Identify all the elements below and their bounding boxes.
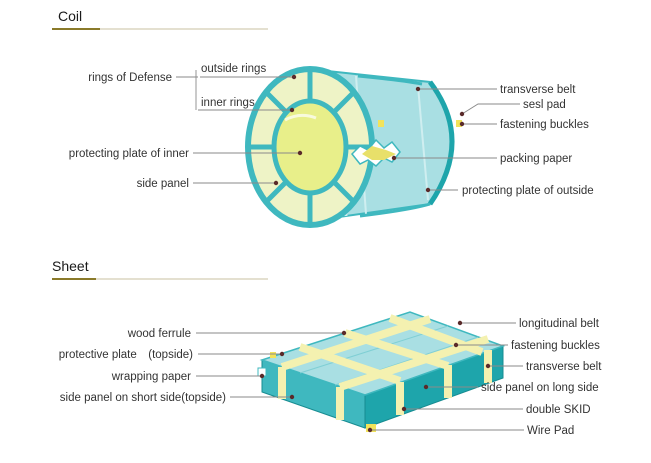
- label-double-skid: double SKID: [526, 404, 591, 416]
- sesl-pad-leader: [461, 103, 520, 115]
- side-panel-dot: [273, 180, 279, 186]
- sheet-transverse-belt: [388, 314, 484, 356]
- label-protecting-plate-inner: protecting plate of inner: [69, 148, 189, 160]
- label-sheet-fastening-buckles: fastening buckles: [511, 340, 600, 352]
- label-longitudinal-belt: longitudinal belt: [519, 318, 600, 330]
- side-panel-long-dot: [423, 384, 429, 390]
- label-wrapping-paper: wrapping paper: [111, 371, 191, 383]
- coil-transverse-belt-bottom: [359, 202, 431, 218]
- sheet-leaders: [196, 320, 524, 433]
- coil-illustration: [245, 66, 462, 228]
- inner-rings-dot: [289, 107, 295, 113]
- wrapping-paper-dot: [259, 373, 265, 379]
- transverse-belt-dot: [415, 86, 421, 92]
- label-sheet-transverse-belt: transverse belt: [526, 361, 602, 373]
- wood-ferrule-dot: [341, 330, 347, 336]
- sheet-top: [259, 311, 506, 396]
- outside-rings-dot: [291, 74, 297, 80]
- sheet-illustration: [257, 311, 506, 432]
- label-coil-transverse-belt: transverse belt: [500, 84, 576, 96]
- label-protective-plate: protective plate (topside): [59, 349, 193, 361]
- label-inner-rings: inner rings: [201, 97, 255, 109]
- label-rings-of-defense: rings of Defense: [88, 72, 172, 84]
- label-packing-paper: packing paper: [500, 153, 572, 165]
- coil-surface-stripe: [417, 85, 429, 201]
- coil-sesl-pad: [456, 120, 462, 127]
- label-sesl-pad: sesl pad: [523, 99, 566, 111]
- coil-inner-ring: [271, 98, 349, 196]
- sheet-heading: Sheet: [52, 258, 89, 274]
- label-protecting-plate-outside: protecting plate of outside: [462, 185, 594, 197]
- coil-section: Coil: [52, 8, 594, 228]
- longitudinal-belt-dot: [457, 320, 463, 326]
- sheet-labels: wood ferrule protective plate (topside) …: [59, 318, 602, 437]
- coil-sesl-pad: [378, 120, 384, 127]
- wire-pad-dot: [367, 427, 373, 433]
- fastening-buckles-dot: [459, 121, 465, 127]
- coil-leaders: [176, 70, 520, 193]
- label-wire-pad: Wire Pad: [527, 425, 574, 437]
- coil-inner-highlight: [284, 113, 317, 122]
- coil-labels: rings of Defense outside rings inner rin…: [69, 63, 594, 197]
- protecting-plate-inner-dot: [297, 150, 303, 156]
- coil-packing-paper-inner: [362, 146, 396, 160]
- sheet-fastening-buckles-dot: [453, 342, 459, 348]
- label-side-panel-long: side panel on long side: [481, 382, 599, 394]
- sheet-fastening-buckle: [270, 352, 276, 358]
- double-skid-dot: [401, 406, 407, 412]
- packing-paper-dot: [391, 155, 397, 161]
- label-wood-ferrule: wood ferrule: [127, 328, 191, 340]
- protective-plate-dot: [279, 351, 285, 357]
- label-side-panel: side panel: [137, 178, 189, 190]
- coil-transverse-belt: [357, 74, 423, 86]
- sesl-pad-dot: [459, 111, 465, 117]
- sheet-section: Sheet: [52, 258, 602, 437]
- sheet-transverse-belt: [298, 343, 402, 385]
- sheet-transverse-belt-dot: [485, 363, 491, 369]
- coil-heading: Coil: [58, 8, 82, 24]
- label-side-panel-short: side panel on short side(topside): [60, 392, 226, 404]
- protecting-plate-outside-dot: [425, 187, 431, 193]
- side-panel-short-dot: [289, 394, 295, 400]
- sheet-wire-pad: [366, 424, 376, 432]
- label-outside-rings: outside rings: [201, 63, 266, 75]
- sheet-transverse-belt: [343, 329, 450, 370]
- label-coil-fastening-buckles: fastening buckles: [500, 119, 589, 131]
